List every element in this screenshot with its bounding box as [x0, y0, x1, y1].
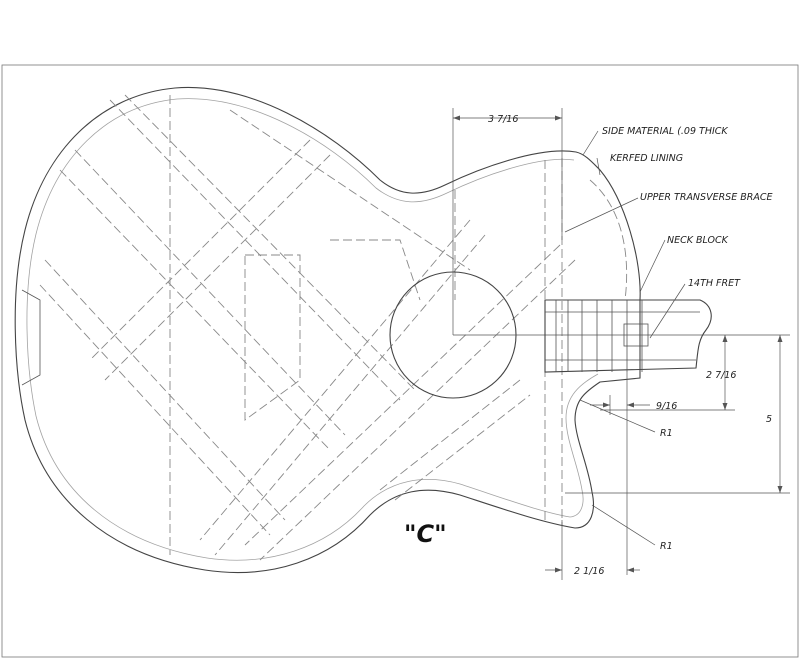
dimension-neck-half-width-label: 2 7/16 — [706, 370, 736, 381]
bracing-pattern — [39, 94, 628, 561]
dimension-cutaway-width — [545, 520, 640, 580]
callout-radius-lower: R1 — [660, 541, 673, 552]
callout-14th-fret: 14TH FRET — [688, 278, 741, 289]
callout-side-material: SIDE MATERIAL (.09 THICK — [602, 126, 728, 137]
dimension-cutaway-width-label: 2 1/16 — [574, 566, 604, 577]
callout-upper-transverse-brace: UPPER TRANSVERSE BRACE — [640, 192, 772, 203]
dimension-cutaway-offset-label: 9/16 — [656, 401, 677, 412]
dimension-top-offset — [452, 108, 563, 335]
neck-heel — [544, 299, 712, 373]
body-outline — [14, 86, 641, 574]
dimension-neck-half-width — [600, 335, 735, 411]
lining-outline — [26, 98, 599, 561]
callout-kerfed-lining: KERFED LINING — [610, 153, 683, 164]
dimension-cutaway-depth — [565, 335, 790, 494]
dimension-cutaway-offset — [590, 372, 650, 575]
dimension-top-offset-label: 3 7/16 — [488, 114, 518, 125]
end-block — [21, 289, 41, 386]
callout-radius-upper: R1 — [660, 428, 673, 439]
sheet-border — [1, 64, 799, 658]
dimension-cutaway-depth-label: 5 — [766, 414, 772, 425]
drawing-letter: "C" — [404, 520, 447, 548]
callout-neck-block: NECK BLOCK — [667, 235, 729, 246]
